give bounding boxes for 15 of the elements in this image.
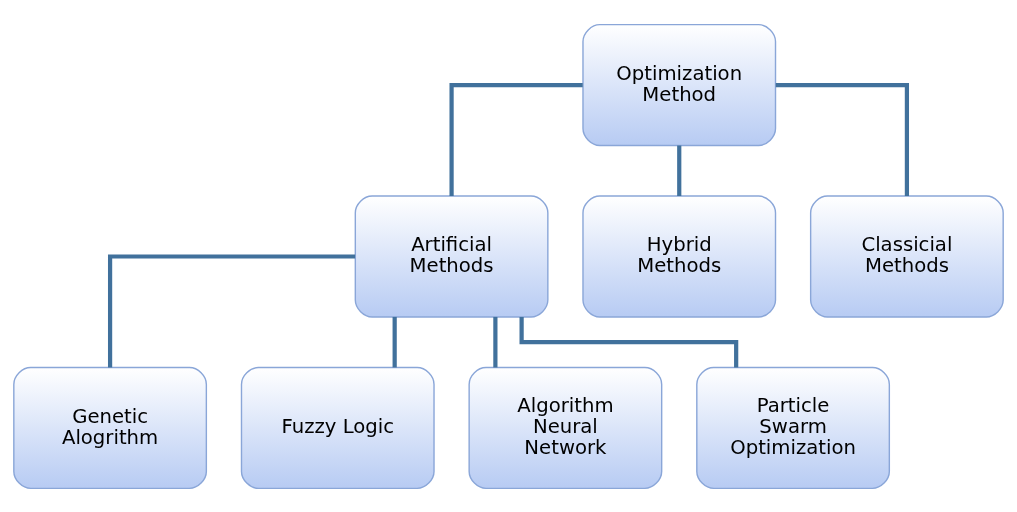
- connector: [493, 316, 498, 367]
- node-box: Artificial Methods: [354, 194, 549, 318]
- node-box: Particle Swarm Optimization: [696, 366, 891, 489]
- node-box: Fuzzy Logic: [240, 366, 435, 489]
- node-box: Algorithm Neural Network: [468, 366, 663, 489]
- node-box: Genetic Alogrithm: [13, 366, 208, 489]
- connector: [392, 316, 397, 367]
- connector: [677, 145, 682, 196]
- connector: [449, 82, 583, 196]
- node-box: Optimization Method: [582, 23, 777, 146]
- node-box: Classicial Methods: [809, 194, 1004, 318]
- node-box: Hybrid Methods: [582, 194, 777, 318]
- connector: [775, 82, 909, 196]
- connector: [519, 316, 739, 367]
- connector: [108, 253, 356, 367]
